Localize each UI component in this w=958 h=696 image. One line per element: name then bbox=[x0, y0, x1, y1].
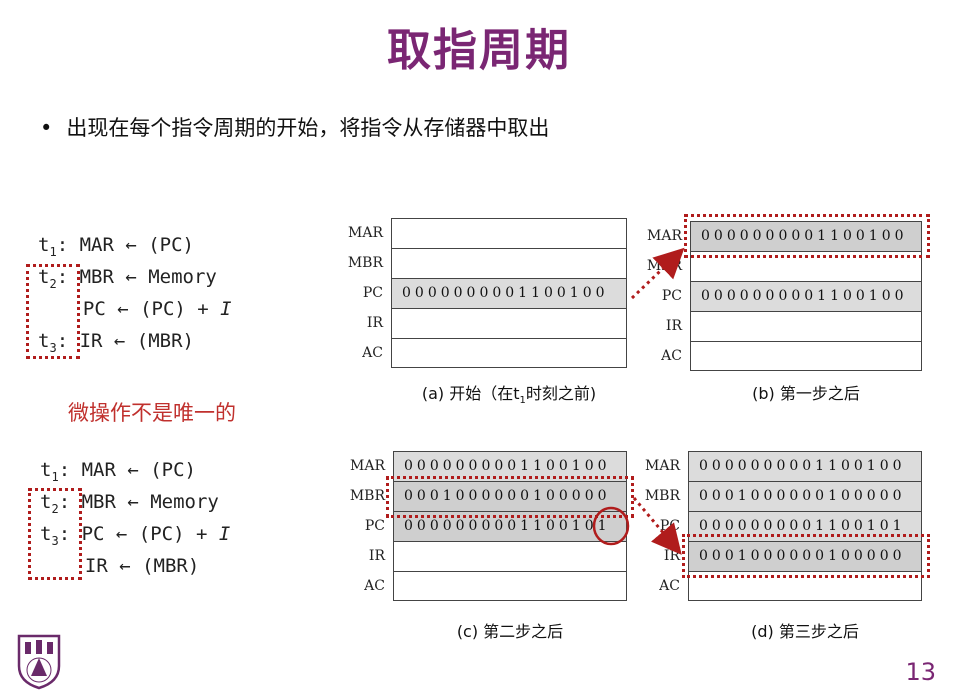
reg-ac bbox=[394, 572, 626, 602]
label-ir: IR bbox=[366, 315, 383, 331]
caption-b: (b) 第一步之后 bbox=[752, 384, 860, 403]
reg-ir bbox=[394, 542, 626, 572]
label-ac: AC bbox=[364, 578, 385, 594]
label-pc: PC bbox=[364, 518, 385, 534]
university-logo bbox=[17, 634, 61, 690]
label-mbr: MBR bbox=[349, 488, 385, 504]
reg-mbr bbox=[691, 252, 921, 282]
label-ir: IR bbox=[368, 548, 385, 564]
label-ac: AC bbox=[659, 578, 680, 594]
label-pc: PC bbox=[661, 288, 682, 304]
reg-mar: 0000000001100100 bbox=[689, 452, 921, 482]
bullet-icon: • bbox=[40, 116, 53, 140]
highlight-box-b-mar bbox=[684, 214, 930, 258]
reg-pc: 0000000001100100 bbox=[392, 279, 626, 309]
reg-mbr bbox=[392, 249, 626, 279]
label-mbr: MBR bbox=[644, 488, 680, 504]
highlight-box-c-mbr bbox=[386, 476, 634, 518]
reg-mar bbox=[392, 219, 626, 249]
highlight-box-seq2 bbox=[28, 488, 82, 580]
bullet-point: • 出现在每个指令周期的开始，将指令从存储器中取出 bbox=[40, 112, 549, 142]
slide-title: 取指周期 bbox=[387, 25, 571, 76]
reg-mbr: 0001000000100000 bbox=[394, 482, 626, 512]
reg-ac bbox=[392, 339, 626, 369]
label-mar: MAR bbox=[350, 458, 385, 474]
reg-ir bbox=[392, 309, 626, 339]
bullet-text: 出现在每个指令周期的开始，将指令从存储器中取出 bbox=[66, 116, 550, 140]
reg-mbr: 0001000000100000 bbox=[689, 482, 921, 512]
label-mar: MAR bbox=[645, 458, 680, 474]
label-mbr: MBR bbox=[347, 255, 383, 271]
label-ac: AC bbox=[362, 345, 383, 361]
label-pc: PC bbox=[362, 285, 383, 301]
highlight-box-seq1 bbox=[26, 264, 80, 359]
caption-d: (d) 第三步之后 bbox=[751, 622, 859, 641]
label-pc: PC bbox=[659, 518, 680, 534]
reg-pc: 0000000001100101 bbox=[689, 512, 921, 542]
note-text: 微操作不是唯一的 bbox=[68, 401, 236, 425]
page-number: 13 bbox=[905, 658, 936, 686]
label-ir: IR bbox=[663, 548, 680, 564]
reg-ir: 0001000000100000 bbox=[689, 542, 921, 572]
highlight-box-d-ir bbox=[682, 534, 930, 578]
reg-ac bbox=[691, 342, 921, 372]
reg-ir bbox=[691, 312, 921, 342]
label-ir: IR bbox=[665, 318, 682, 334]
caption-c: (c) 第二步之后 bbox=[456, 622, 564, 641]
label-mar: MAR bbox=[348, 225, 383, 241]
label-mbr: MBR bbox=[646, 258, 682, 274]
caption-a: (a) 开始（在t1时刻之前) bbox=[421, 384, 597, 407]
label-mar: MAR bbox=[647, 228, 682, 244]
label-ac: AC bbox=[661, 348, 682, 364]
reg-pc: 0000000001100100 bbox=[691, 282, 921, 312]
reg-mar: 0000000001100100 bbox=[691, 222, 921, 252]
